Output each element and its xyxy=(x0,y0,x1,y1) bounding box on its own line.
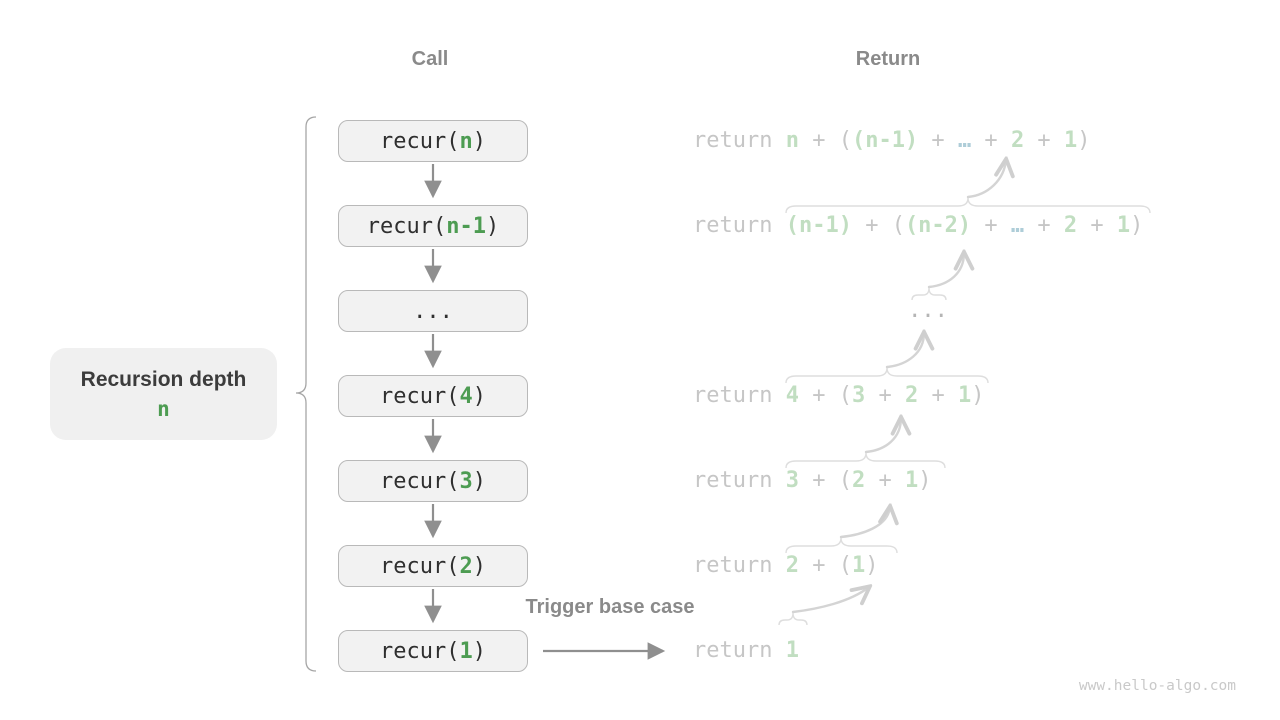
return-flow-arrows xyxy=(791,160,1006,614)
call-box-label: recur(n) xyxy=(380,128,486,154)
return-expression-4: return 4 + (3 + 2 + 1) xyxy=(693,383,985,408)
return-expression-2: return 2 + (1) xyxy=(693,553,879,578)
return-expression-ellipsis: ... xyxy=(908,298,948,323)
call-box-ellipsis: ... xyxy=(338,290,528,332)
call-box-recur-3: recur(3) xyxy=(338,460,528,502)
call-box-recur-1: recur(1) xyxy=(338,630,528,672)
recursion-depth-title: Recursion depth xyxy=(80,367,247,391)
call-box-label: recur(2) xyxy=(380,553,486,579)
recursion-depth-brace xyxy=(295,116,317,672)
recursion-depth-value: n xyxy=(157,396,170,421)
call-box-recur-2: recur(2) xyxy=(338,545,528,587)
return-expression-3: return 3 + (2 + 1) xyxy=(693,468,932,493)
call-box-recur-n-1: recur(n-1) xyxy=(338,205,528,247)
call-box-recur-n: recur(n) xyxy=(338,120,528,162)
call-box-label: recur(3) xyxy=(380,468,486,494)
recursion-depth-label: Recursion depth n xyxy=(50,348,277,440)
call-box-label: recur(1) xyxy=(380,638,486,664)
return-expression-n: return n + ((n-1) + … + 2 + 1) xyxy=(693,128,1091,153)
return-expression-1: return 1 xyxy=(693,638,799,663)
call-column-header: Call xyxy=(411,48,449,70)
trigger-base-case-label: Trigger base case xyxy=(525,596,695,618)
call-box-label: ... xyxy=(413,298,453,324)
return-expression-n-1: return (n-1) + ((n-2) + … + 2 + 1) xyxy=(693,213,1144,238)
call-box-label: recur(n-1) xyxy=(366,213,500,239)
watermark: www.hello-algo.com xyxy=(1078,678,1236,694)
call-box-recur-4: recur(4) xyxy=(338,375,528,417)
call-box-label: recur(4) xyxy=(380,383,486,409)
return-column-header: Return xyxy=(855,48,921,70)
